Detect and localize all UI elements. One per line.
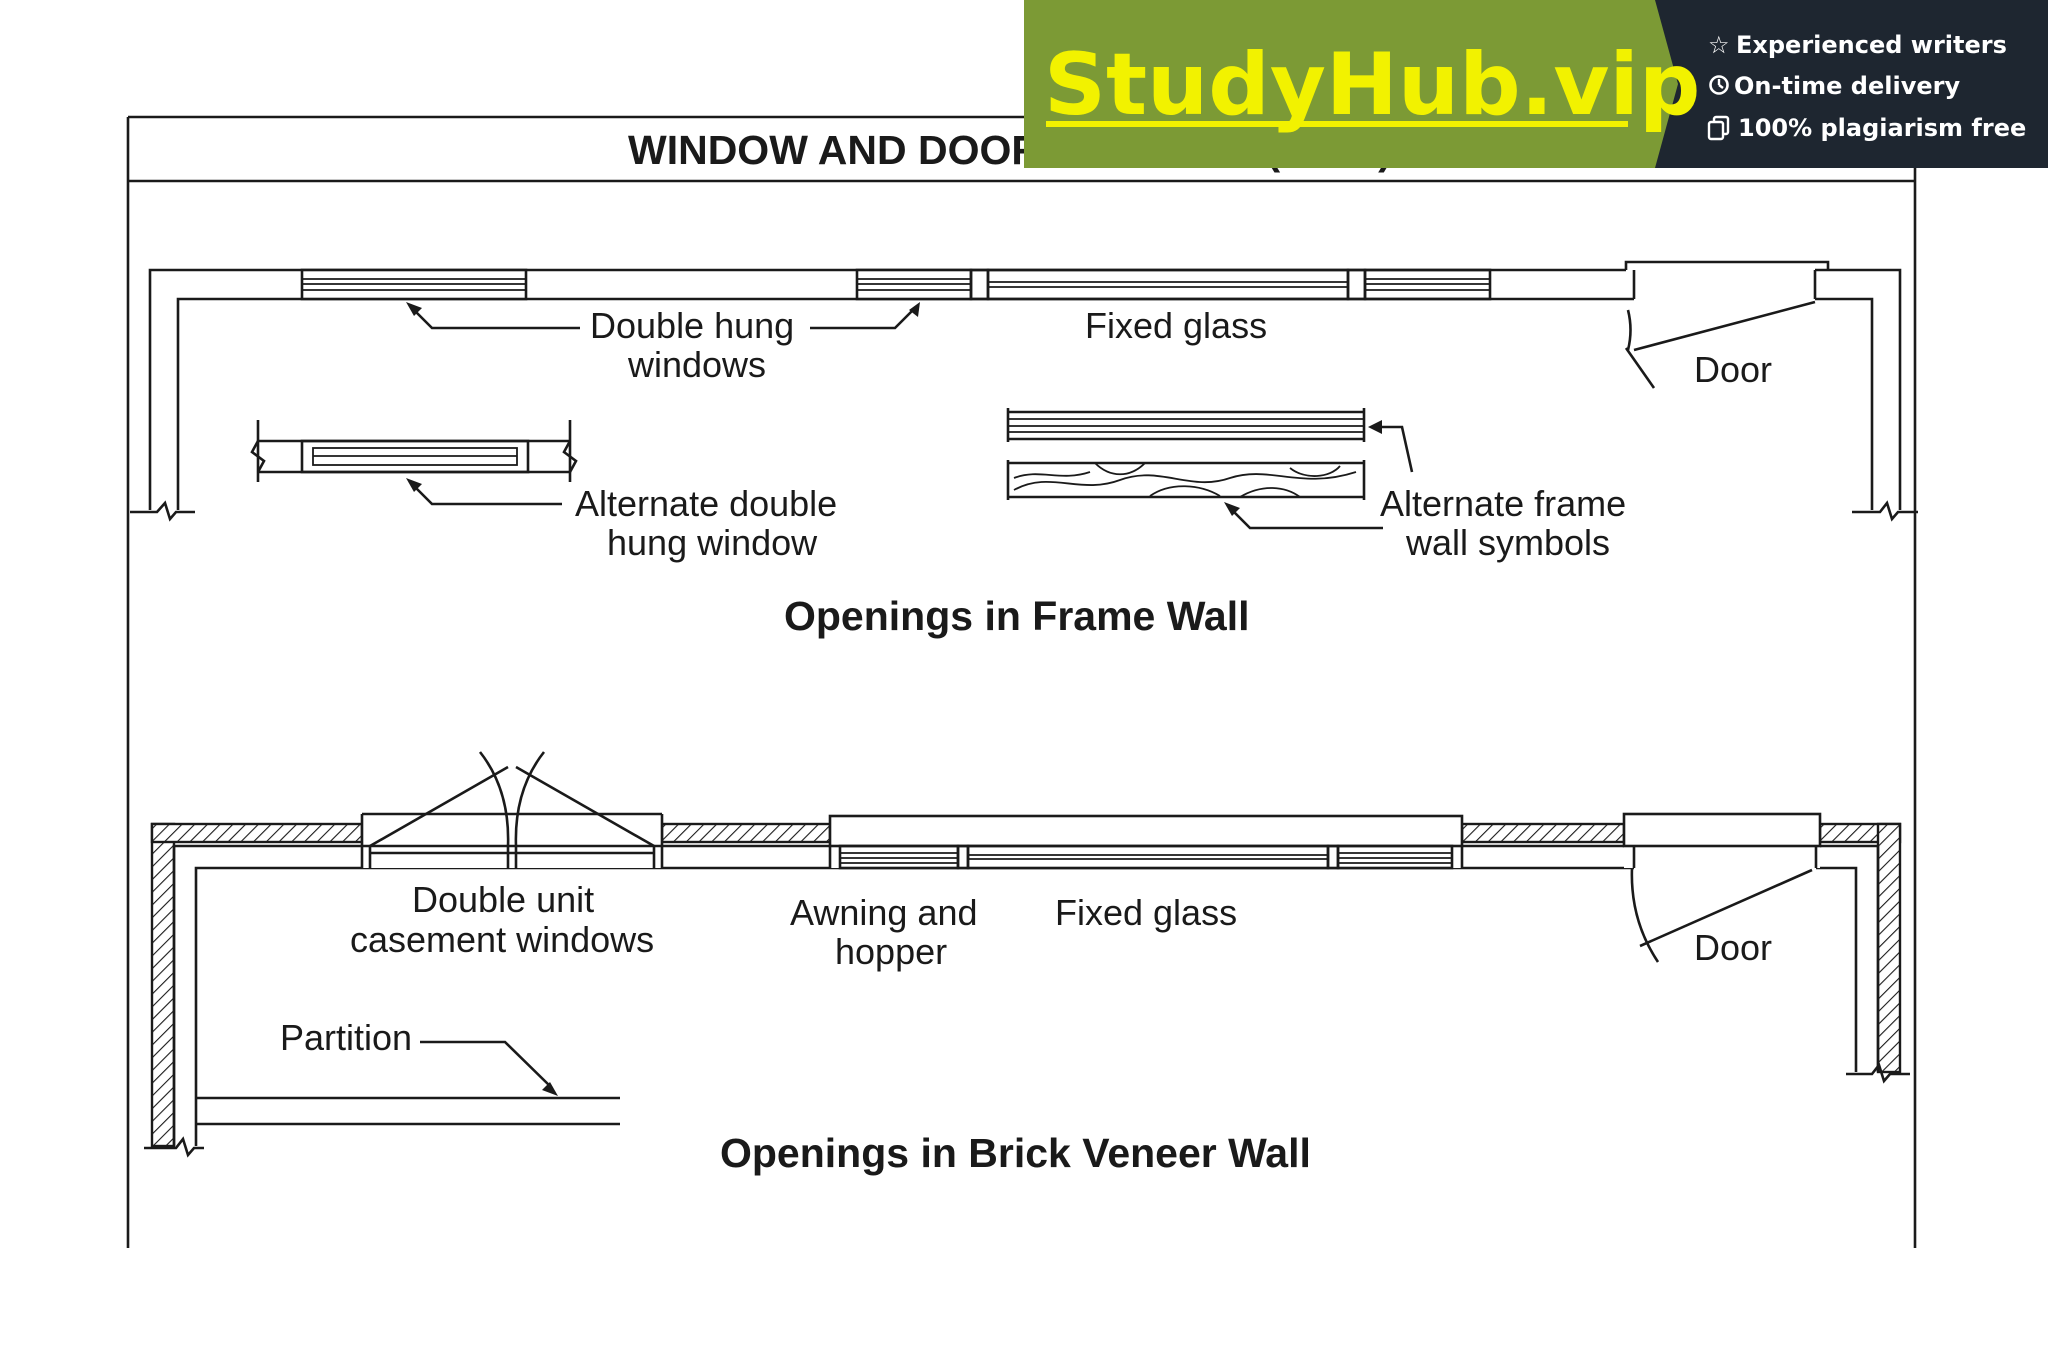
alternate-frame-wall-symbol [1006,408,1366,500]
leader-alt-dh [411,483,562,506]
feature-plagiarism-free: 100% plagiarism free [1738,114,2026,142]
label-alt-frame-2: wall symbols [1405,522,1610,563]
leader-alt-frame-top [1380,425,1414,473]
label-fixed-glass-brick: Fixed glass [1055,892,1237,933]
label-awning-1: Awning and [790,892,978,933]
partition [196,1096,620,1126]
double-hung-window [300,268,528,301]
heading-brick-wall: Openings in Brick Veneer Wall [720,1130,1311,1176]
copy-icon [1707,115,1730,141]
studyhub-watermark[interactable]: StudyHub.vip ☆ Experienced writers On-ti… [1024,0,2048,168]
label-casement-1: Double unit [412,879,594,920]
label-double-hung-2: windows [627,344,766,385]
door-swing [1624,260,1830,389]
brand-logo-text: StudyHub.vip [1044,35,1700,135]
leader-double-hung [406,302,920,330]
label-alt-frame-1: Alternate frame [1380,483,1626,524]
label-double-hung-1: Double hung [590,305,794,346]
clock-icon [1709,75,1729,95]
label-alt-dh-1: Alternate double [575,483,837,524]
label-fixed-glass-frame: Fixed glass [1085,305,1267,346]
fixed-glass-window [966,844,1330,870]
star-icon: ☆ [1708,31,1730,59]
feature-experienced-writers: Experienced writers [1736,31,2007,59]
door-swing [1622,812,1822,963]
fixed-glass-window [986,268,1350,301]
leader-partition [420,1040,553,1089]
heading-frame-wall: Openings in Frame Wall [784,593,1250,639]
double-hung-window [1363,268,1492,301]
awning-hopper-window [828,814,1464,870]
label-door-brick: Door [1694,927,1772,968]
frame-wall-plan [130,260,1918,522]
label-partition: Partition [280,1017,412,1058]
brick-wall-plan [144,822,1910,1158]
label-awning-2: hopper [835,931,947,972]
alternate-double-hung-symbol [250,420,578,482]
casement-window [360,751,664,868]
label-door-frame: Door [1694,349,1772,390]
leader-alt-frame-bottom [1229,507,1383,530]
feature-on-time-delivery: On-time delivery [1734,72,1960,100]
double-hung-window [855,268,973,301]
label-casement-2: casement windows [350,919,654,960]
label-alt-dh-2: hung window [607,522,818,563]
